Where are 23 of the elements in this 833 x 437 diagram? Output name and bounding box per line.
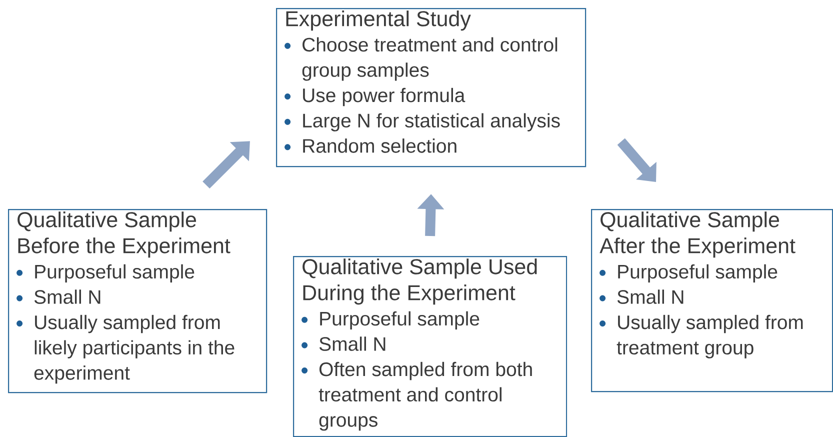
box-heading: Qualitative Sample Before the Experiment [18,212,230,258]
text-box [591,209,833,392]
box-heading: Qualitative Sample Used During the Experiment [302,258,537,305]
text-box [293,256,568,437]
box-heading: Qualitative Sample After the Experiment [600,212,796,258]
bullet-item: Choose treatment and control group samples [284,37,558,81]
text-box [276,8,586,168]
bullet-item: Usually sampled from likely participants in the experiment [16,314,234,384]
bullet-item: Small N [600,290,684,304]
bullet-item: Purposeful sample [16,264,194,282]
bullet-item: Small N [16,290,100,304]
text-box [8,209,268,394]
bullet-item: Random selection [284,138,456,153]
bullet-item: Often sampled from both treatment and control groups [302,362,532,431]
bullet-item: Purposeful sample [302,311,480,330]
bullet-item: Usually sampled from treatment group [600,314,803,358]
bullet-item: Use power formula [284,88,466,106]
bullet-item: Purposeful sample [600,264,778,282]
box-heading: Experimental Study [286,10,471,31]
bullet-item: Large N for statistical analysis [284,113,560,132]
block-arrow [617,138,656,182]
bullet-item: Small N [302,336,386,351]
block-arrow [202,141,250,189]
